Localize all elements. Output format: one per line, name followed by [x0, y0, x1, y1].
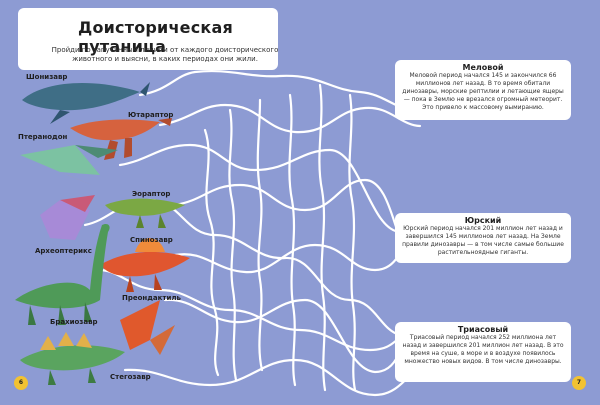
stegosaurus-icon: [20, 332, 125, 385]
label-pteranodon: Птеранодон: [18, 133, 68, 141]
eoraptor-icon: [105, 198, 185, 228]
page-title: Доисторическая путаница: [78, 18, 233, 56]
maze-loop-1: [256, 98, 264, 372]
brachiosaurus-icon: [15, 223, 110, 325]
maze-loop-5: [228, 108, 238, 382]
utahraptor-icon: [70, 118, 172, 160]
label-preondactylus: Преондактиль: [122, 294, 181, 302]
maze-path-3: [118, 143, 402, 234]
page-number-right: 7: [572, 376, 586, 390]
maze-loop-2: [288, 93, 297, 387]
maze-path-1: [138, 69, 422, 114]
label-brachiosaurus: Брахиозавр: [50, 318, 98, 326]
period-card-jurassic: Юрский Юрский период начался 201 миллион…: [395, 213, 571, 263]
maze-loop-3: [318, 83, 327, 392]
period-text-jurassic: Юрский период начался 201 миллион лет на…: [402, 225, 564, 256]
label-archaeopteryx: Археоптерикс: [35, 247, 92, 255]
period-card-cretaceous: Меловой Меловой период начался 145 и зак…: [395, 60, 571, 120]
period-text-triassic: Триасовый период начался 252 миллиона ле…: [402, 334, 564, 365]
title-card: Доисторическая путаница Пройди по запута…: [18, 8, 278, 70]
spinosaurus-icon: [100, 238, 190, 292]
maze-loop-4: [348, 93, 357, 392]
label-spinosaurus: Спинозавр: [130, 236, 173, 244]
label-eoraptor: Эораптор: [132, 190, 171, 198]
maze-loop-6: [203, 128, 220, 377]
maze-path-4: [173, 178, 407, 247]
maze-path-6: [173, 243, 407, 274]
period-text-cretaceous: Меловой период начался 145 и закончился …: [402, 72, 564, 111]
period-title-cretaceous: Меловой: [462, 63, 504, 72]
label-shonisaurus: Шонизавр: [26, 73, 68, 81]
maze-path-8: [163, 298, 404, 374]
shonisaurus-icon: [22, 82, 150, 124]
period-title-jurassic: Юрский: [464, 216, 502, 225]
period-card-triassic: Триасовый Триасовый период начался 252 м…: [395, 322, 571, 382]
period-title-triassic: Триасовый: [457, 325, 509, 334]
preondactylus-icon: [120, 300, 175, 355]
pteranodon-icon: [20, 145, 118, 185]
intro-text: Пройди по запутанным линиям от каждого д…: [51, 46, 279, 63]
page-number-left: 6: [14, 376, 28, 390]
label-stegosaurus: Стегозавр: [110, 373, 151, 381]
label-utahraptor: Ютараптор: [128, 111, 174, 119]
maze-path-9: [123, 358, 422, 397]
archaeopteryx-icon: [40, 195, 95, 240]
maze-path-2: [158, 103, 422, 134]
